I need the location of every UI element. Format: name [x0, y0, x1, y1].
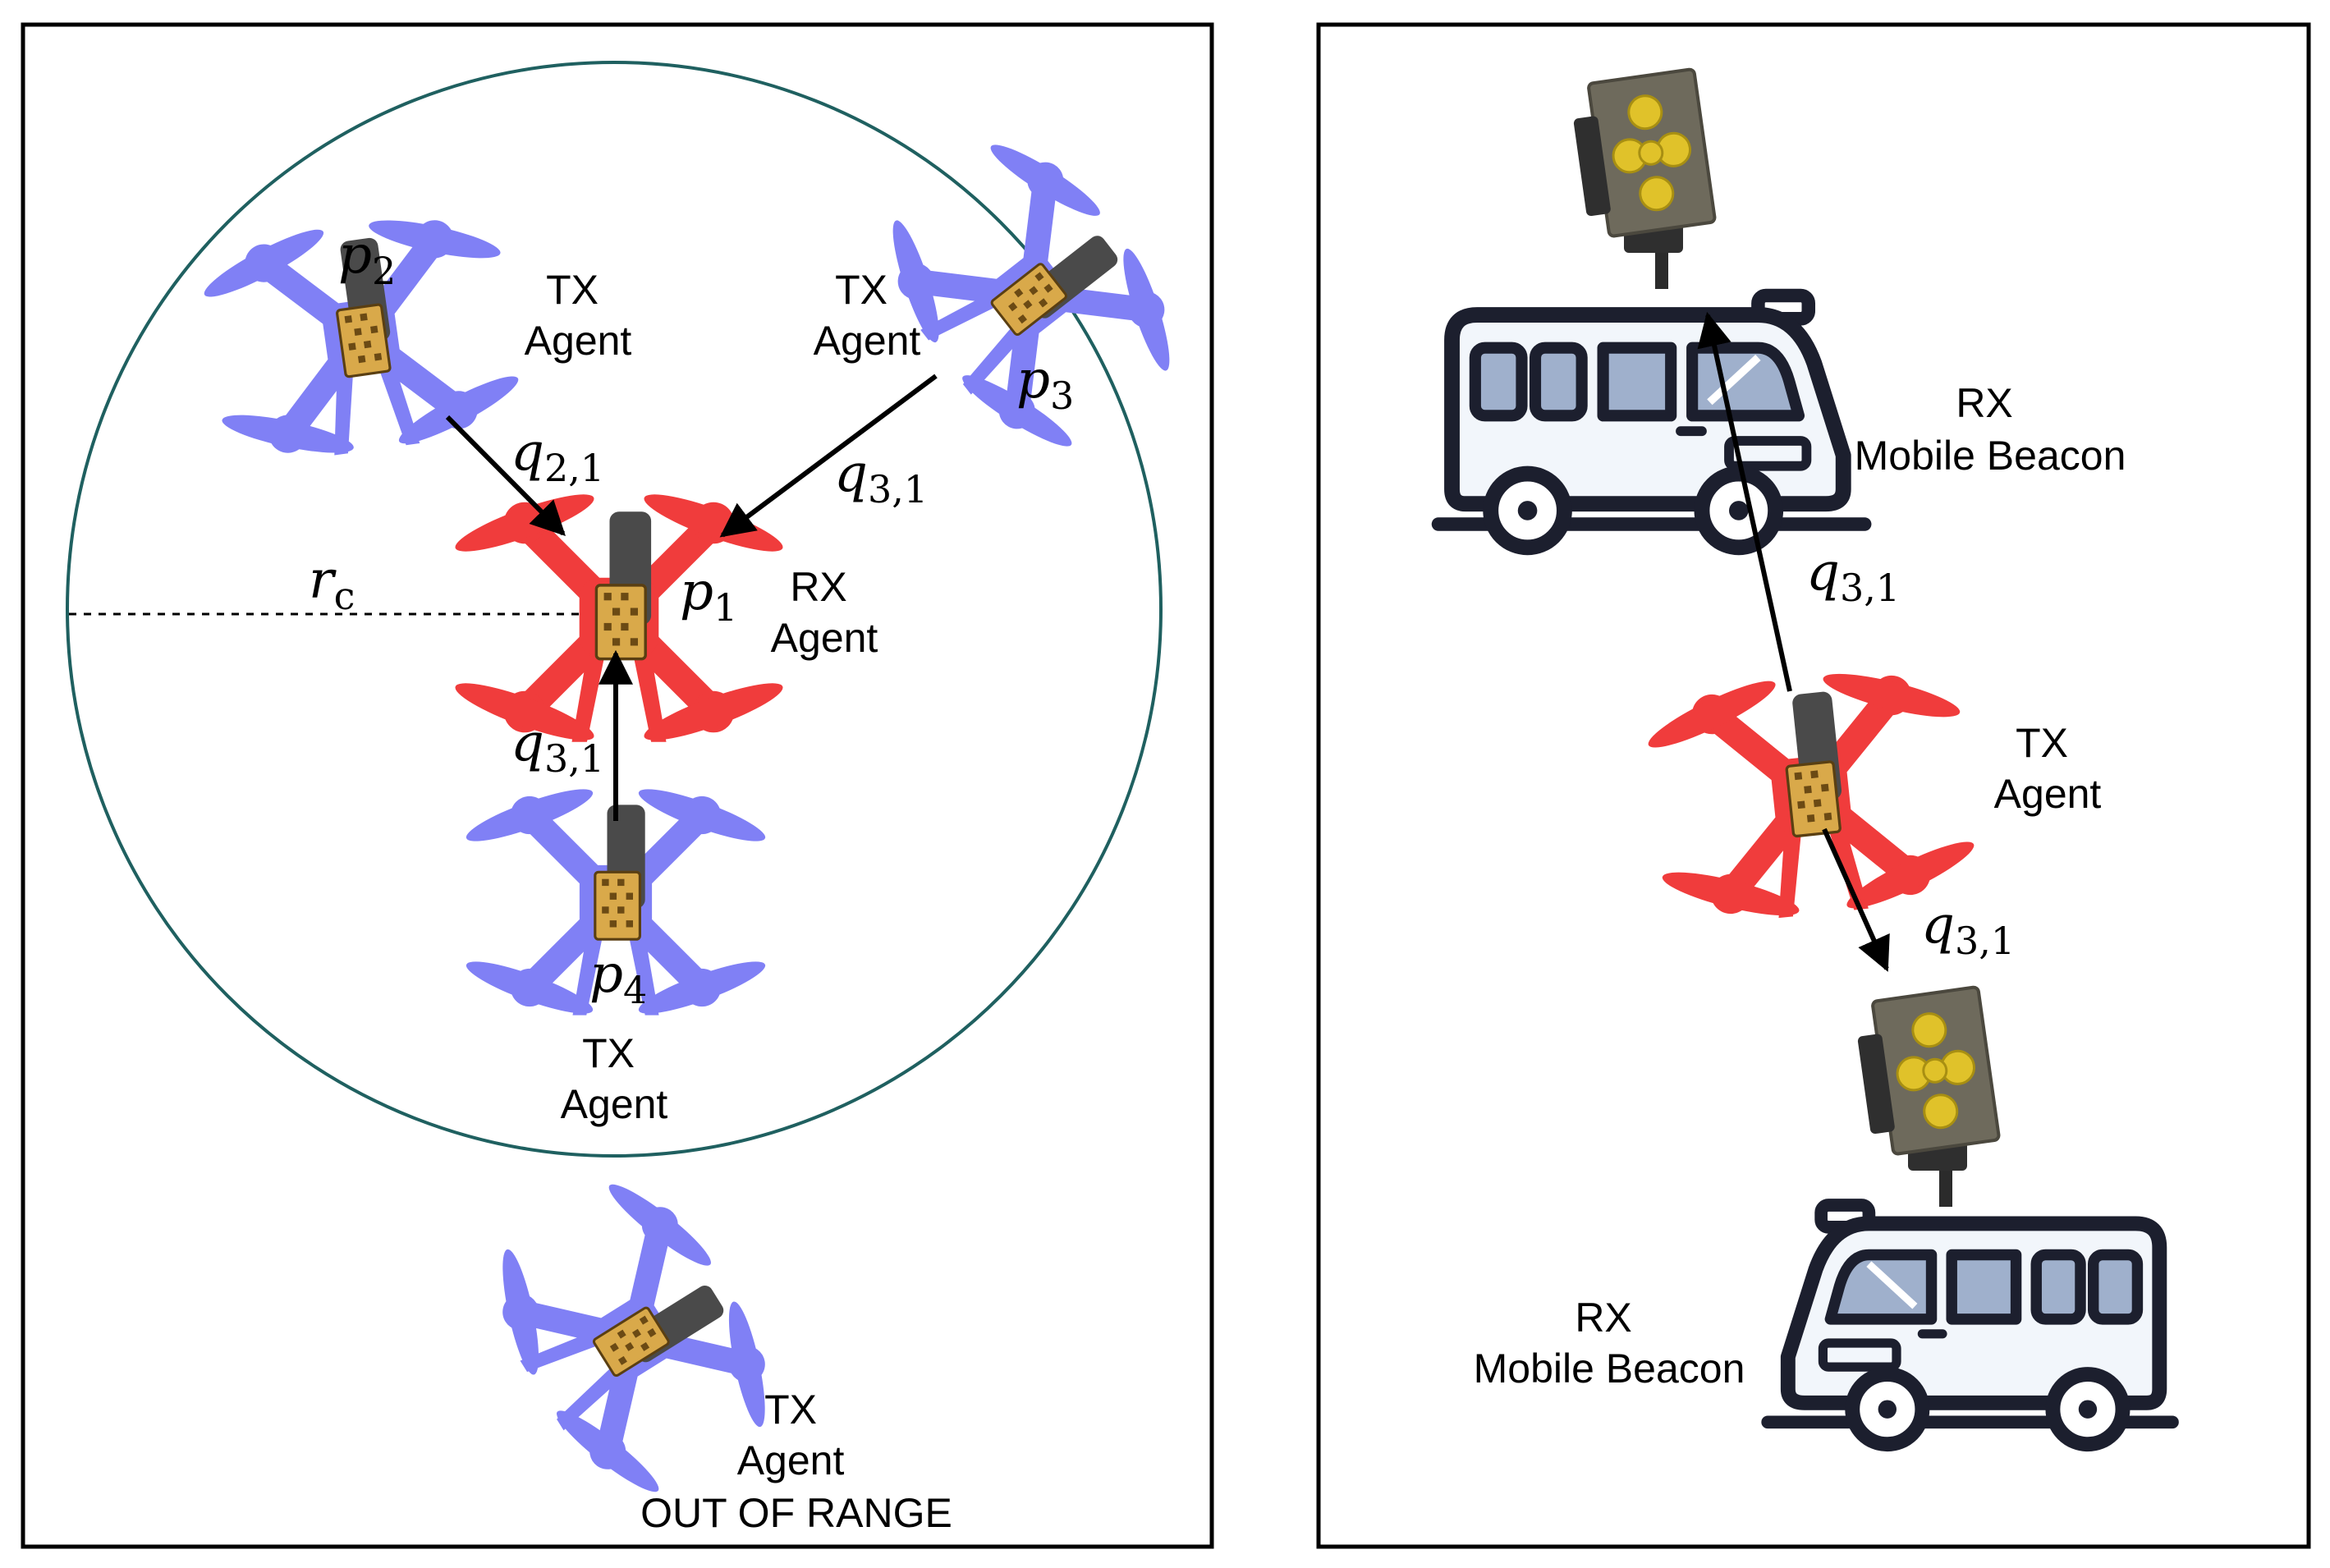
- p2-role-label: TX Agent: [525, 267, 632, 364]
- out-of-range-role-label: TX Agent OUT OF RANGE: [640, 1387, 952, 1536]
- top-beacon-van-icon: [1438, 296, 1864, 548]
- bottom-beacon-label: RX Mobile Beacon: [1474, 1295, 1745, 1391]
- tx-agent-label: TX Agent: [1994, 720, 2102, 817]
- communication-range-circle: [66, 61, 1163, 1158]
- link-arrow-q31-upper: [719, 374, 938, 538]
- q31-upper-label: q3,1: [834, 443, 928, 511]
- q31-lower-label: q3,1: [511, 713, 604, 781]
- right-panel: q3,1 q3,1 RX Mobile Beacon TX Agent RX M…: [1316, 22, 2311, 1549]
- p3-role-label: TX Agent: [814, 267, 921, 364]
- p4-role-label: TX Agent: [561, 1030, 668, 1127]
- left-panel: rc p2 p3 p1 p4 q2,1 q3,1 q3,1 TX Agent T…: [21, 22, 1213, 1549]
- p4-label: p4: [589, 944, 647, 1012]
- p1-label: p1: [680, 562, 737, 630]
- range-radius-label: rc: [309, 550, 355, 618]
- top-beacon-label: RX Mobile Beacon: [1855, 380, 2126, 479]
- q31-top-link-label: q3,1: [1806, 542, 1900, 610]
- p1-role-label: RX Agent: [771, 564, 878, 661]
- q21-label: q2,1: [511, 422, 604, 490]
- p3-label: p3: [1016, 350, 1074, 418]
- link-arrow-q21: [445, 415, 566, 536]
- bottom-beacon-van-icon: [1768, 1205, 2172, 1444]
- link-arrow-to-bottom-beacon: [1822, 828, 1890, 972]
- q31-bottom-link-label: q3,1: [1921, 895, 2015, 963]
- p2-label: p2: [338, 225, 396, 293]
- link-arrow-to-top-beacon: [1697, 311, 1792, 692]
